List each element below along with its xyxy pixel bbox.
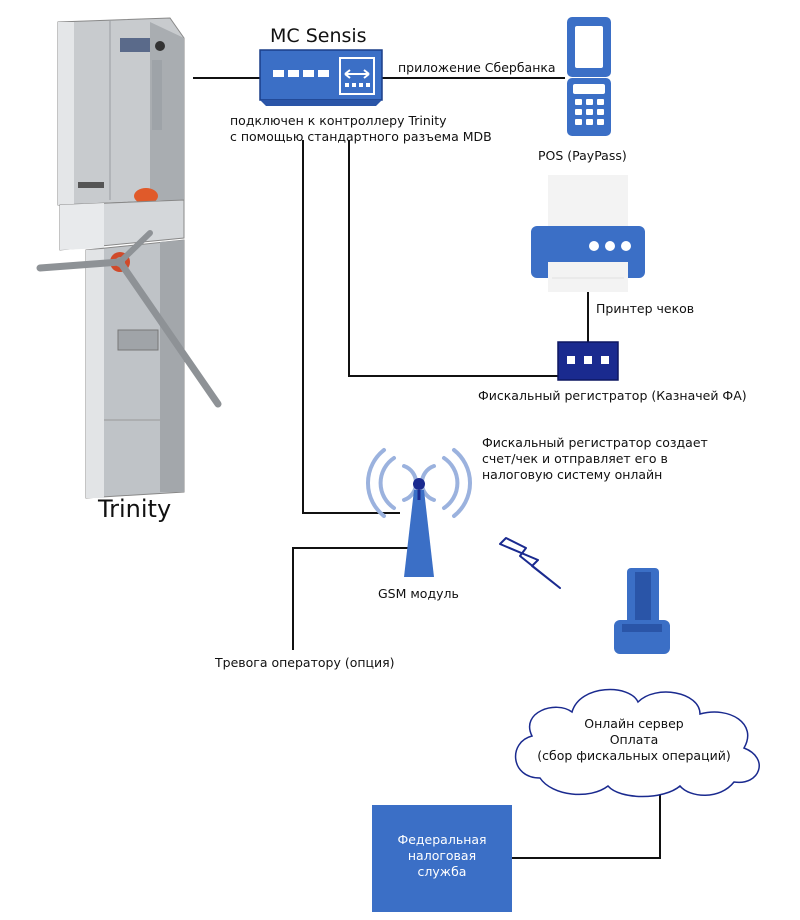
sberbank-link-label: приложение Сбербанка [398,60,556,75]
gsm-label: GSM модуль [378,586,459,601]
fiscal-note-line-1: Фискальный регистратор создает [482,435,708,450]
cloud-line-2: Оплата [609,732,659,747]
controller-ports [273,70,329,77]
cloud-shape [515,688,760,798]
printer-icon [531,175,645,292]
line-controller-gsm [302,140,400,514]
fns-box [372,805,512,912]
alarm-label: Тревога оператору (опция) [215,655,395,670]
fiscal-note-line-2: счет/чек и отправляет его в [482,451,668,466]
gsm-antenna-icon [366,448,472,577]
fiscal-note-line-3: налоговую систему онлайн [482,467,663,482]
fiscal-registrar-box [557,341,619,381]
controller-box [259,49,383,106]
fiscal-label: Фискальный регистратор (Казначей ФА) [478,388,747,403]
server-icon [614,568,670,654]
turnstile-label: Trinity [98,495,172,523]
fns-line-3: служба [417,864,467,879]
line-gsm-alarm [292,547,410,650]
pos-label: POS (PayPass) [538,148,627,163]
mdb-note-line-1: подключен к контроллеру Trinity [230,113,447,128]
fns-line-2: налоговая [407,848,477,863]
wireless-signal-icon [499,537,561,589]
printer-label: Принтер чеков [596,301,695,316]
controller-switch-icon [339,57,375,95]
controller-label: MC Sensis [270,25,367,47]
cloud-line-1: Онлайн сервер [584,716,684,731]
turnstile-image [36,17,222,499]
cloud-line-3: (сбор фискальных операций) [537,748,731,763]
connection-lines [193,77,661,859]
pos-terminal-icon [567,17,611,136]
line-cloud-fns [512,770,661,859]
line-controller-fiscal [348,140,558,377]
fns-line-1: Федеральная [397,832,487,847]
mdb-note-line-2: с помощью стандартного разъема MDB [230,129,492,144]
